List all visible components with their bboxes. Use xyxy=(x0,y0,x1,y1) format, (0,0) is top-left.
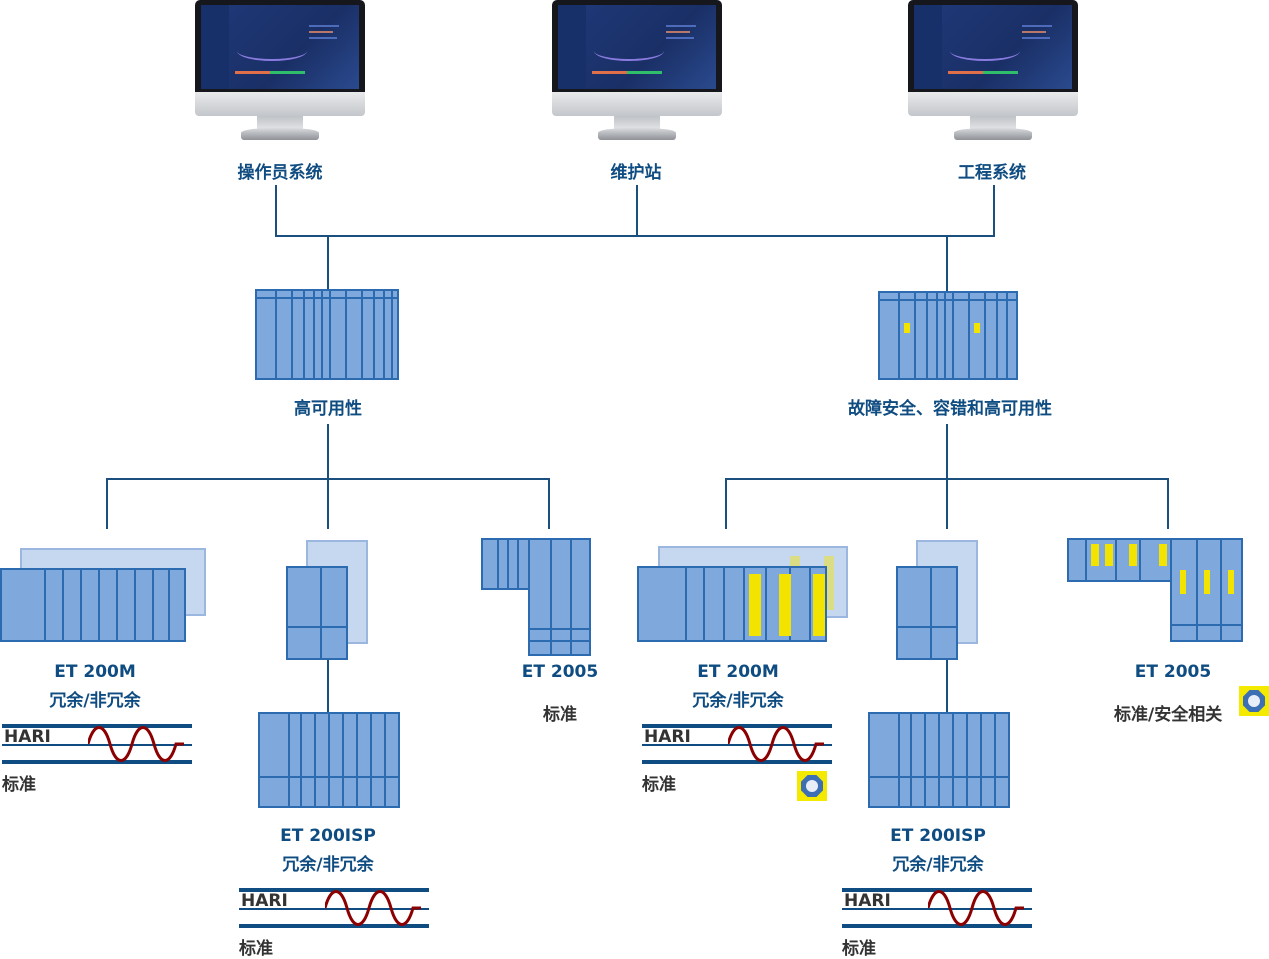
hari-legend: HARI xyxy=(842,888,1032,928)
drop-et200m-right xyxy=(725,478,727,529)
ha-trunk xyxy=(327,424,329,529)
failsafe-controller-icon xyxy=(878,291,1018,380)
sine-wave-icon xyxy=(88,726,184,762)
failsafe-label: 故障安全、容错和高可用性 xyxy=(848,399,1052,419)
et200m-right-sub: 冗余/非冗余 xyxy=(692,691,784,711)
et200m-safety-module-icon xyxy=(637,566,827,642)
bus-to-fs-controller xyxy=(946,235,948,292)
high-availability-label: 高可用性 xyxy=(294,399,362,419)
hari-note: 标准 xyxy=(842,939,876,959)
et2005-safety-module-icon xyxy=(1067,538,1177,582)
ha-io-bus xyxy=(106,478,550,480)
sine-wave-icon xyxy=(928,890,1024,926)
tuv-certification-icon xyxy=(797,771,827,801)
maintenance-station-label: 维护站 xyxy=(610,163,662,183)
et200m-left-name: ET 200M xyxy=(54,662,136,682)
hari-note: 标准 xyxy=(2,775,36,795)
et200m-right-name: ET 200M xyxy=(697,662,779,682)
sine-wave-icon xyxy=(325,890,421,926)
drop-et2005-right xyxy=(1167,478,1169,529)
drop-et200m-left xyxy=(106,478,108,529)
et2005-right-name: ET 2005 xyxy=(1134,662,1212,682)
et2005-right-sub: 标准/安全相关 xyxy=(1114,705,1223,725)
bus-to-ha-controller xyxy=(327,235,329,290)
hari-label: HARI xyxy=(844,891,891,911)
et2005-left-sub: 标准 xyxy=(543,705,577,725)
et200m-module-icon xyxy=(0,568,186,642)
hari-label: HARI xyxy=(4,727,51,747)
operator-monitor-icon xyxy=(195,0,365,142)
plant-bus xyxy=(275,235,995,237)
et200isp-right-name: ET 200ISP xyxy=(890,826,986,846)
et2005-terminal-icon xyxy=(528,538,591,656)
drop-et2005-left xyxy=(548,478,550,529)
hari-label: HARI xyxy=(644,727,691,747)
et200isp-rack-icon xyxy=(258,712,400,808)
et200isp-rack-icon xyxy=(868,712,1010,808)
et2005-left-name: ET 2005 xyxy=(521,662,599,682)
engineering-monitor-icon xyxy=(908,0,1078,142)
engineering-link xyxy=(993,185,995,237)
hari-note: 标准 xyxy=(239,939,273,959)
hari-legend: HARI xyxy=(642,724,832,764)
fs-io-bus xyxy=(725,478,1169,480)
et200isp-left-name: ET 200ISP xyxy=(280,826,376,846)
redundant-controller-icon xyxy=(255,289,399,380)
maintenance-monitor-icon xyxy=(552,0,722,142)
engineering-system-label: 工程系统 xyxy=(958,163,1026,183)
et200isp-left-sub: 冗余/非冗余 xyxy=(282,855,374,875)
operator-system-label: 操作员系统 xyxy=(237,163,323,183)
operator-link xyxy=(275,185,277,237)
et200m-left-sub: 冗余/非冗余 xyxy=(49,691,141,711)
maintenance-link xyxy=(636,185,638,237)
hari-legend: HARI xyxy=(2,724,192,764)
fs-trunk xyxy=(946,424,948,529)
hari-legend: HARI xyxy=(239,888,429,928)
hari-note: 标准 xyxy=(642,775,676,795)
sine-wave-icon xyxy=(728,726,824,762)
tuv-certification-icon xyxy=(1239,686,1269,716)
et2005-safety-terminal-icon xyxy=(1170,538,1243,642)
et200isp-interface-icon xyxy=(896,566,958,660)
hari-label: HARI xyxy=(241,891,288,911)
et200isp-interface-icon xyxy=(286,566,348,660)
et200isp-right-sub: 冗余/非冗余 xyxy=(892,855,984,875)
